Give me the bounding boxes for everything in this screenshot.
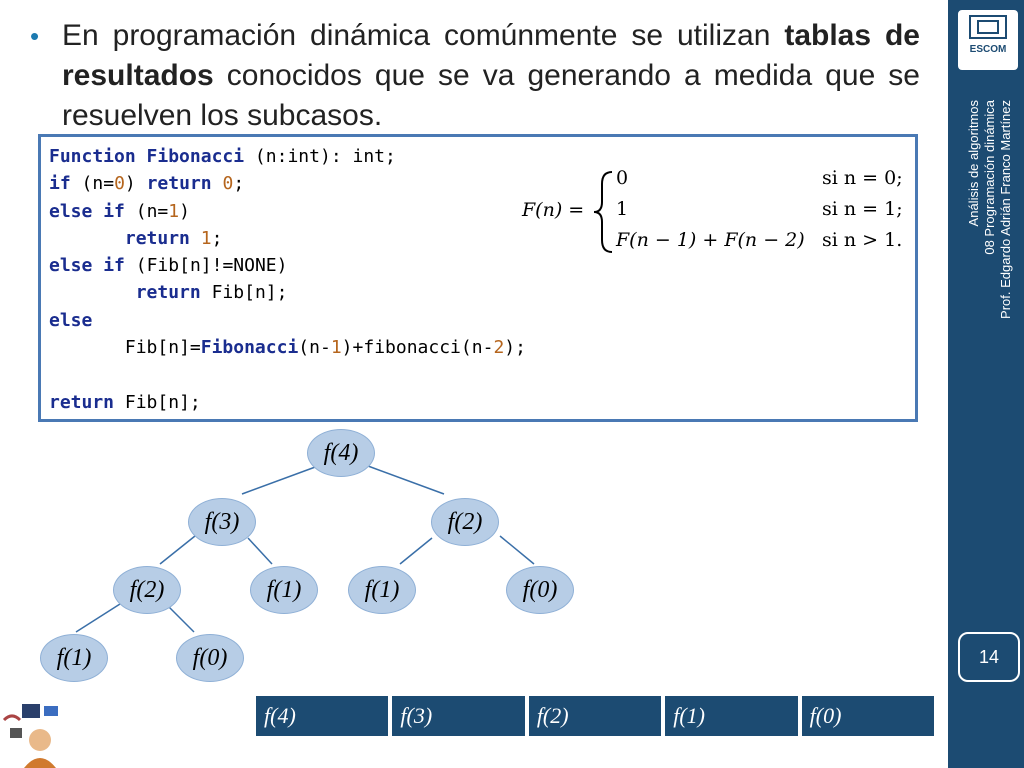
bullet-text-bold: tablas de resultados <box>62 19 920 92</box>
formula-svg: F(n) = 0 1 F(n − 1) + F(n − 2) si n = 0;… <box>521 167 903 253</box>
tree-node-f0: f(0) <box>506 566 574 614</box>
page-number: 14 <box>958 632 1020 682</box>
tree-edge <box>241 465 319 495</box>
tree-edge <box>159 535 196 565</box>
bullet-paragraph: • En programación dinámica comúnmente se… <box>30 16 920 136</box>
fibonacci-formula: F(n) = 0 1 F(n − 1) + F(n − 2) si n = 0;… <box>520 162 920 267</box>
course-info: Análisis de algoritmos 08 Programación d… <box>966 100 1014 365</box>
code-line: Fib[n]=Fibonacci(n-1)+fibonacci(n-2); <box>124 337 526 359</box>
code-box: Function Fibonacci (n:int): int; if (n=0)… <box>38 134 918 422</box>
course-line: Prof. Edgardo Adrián Franco Martínez <box>998 100 1013 319</box>
code-line: else if (Fib[n]!=NONE) <box>49 255 288 277</box>
tree-edge <box>247 537 273 565</box>
tree-edge <box>167 605 195 633</box>
tree-node-f2-left: f(2) <box>113 566 181 614</box>
formula-case-3-cond: si n > 1. <box>822 229 902 251</box>
tree-edges <box>75 465 535 633</box>
table-cell: f(1) <box>663 694 800 738</box>
tree-node-f1: f(1) <box>40 634 108 682</box>
tree-edge <box>399 537 433 565</box>
escom-logo-icon <box>969 15 1007 39</box>
code-line: else <box>49 309 93 331</box>
bullet-icon: • <box>30 21 40 51</box>
code-line: return Fib[n]; <box>49 391 201 413</box>
escom-logo: ESCOM <box>958 10 1018 70</box>
code-line: Function Fibonacci (n:int): int; <box>49 146 396 167</box>
formula-case-1-expr: 0 <box>616 167 628 189</box>
formula-lhs: F(n) = <box>521 199 584 221</box>
table-cell: f(4) <box>254 694 391 738</box>
code-line: else if (n=1) <box>49 200 190 222</box>
formula-case-2-expr: 1 <box>616 198 628 220</box>
tree-node-f1: f(1) <box>250 566 318 614</box>
results-table: f(4) f(3) f(2) f(1) f(0) <box>254 694 937 738</box>
code-block: Function Fibonacci (n:int): int; if (n=0)… <box>49 143 526 416</box>
bullet-text-c: conocidos que se va generando a medida q… <box>62 59 920 132</box>
bullet-text-a: En programación dinámica comúnmente se u… <box>62 19 785 52</box>
table-cell: f(2) <box>526 694 664 738</box>
formula-case-3-expr: F(n − 1) + F(n − 2) <box>615 229 805 251</box>
formula-brace <box>593 171 613 253</box>
tree-node-f1: f(1) <box>348 566 416 614</box>
logo-text: ESCOM <box>969 44 1007 55</box>
formula-case-2-cond: si n = 1; <box>822 198 903 220</box>
course-line: 08 Programación dinámica <box>982 100 997 255</box>
tree-edge <box>75 603 121 633</box>
tree-node-f4: f(4) <box>307 429 375 477</box>
code-line: if (n=0) return 0; <box>49 173 245 195</box>
table-cell: f(3) <box>390 694 527 738</box>
course-line: Análisis de algoritmos <box>966 100 981 227</box>
tree-edge <box>367 465 445 495</box>
computer-person-clipart-icon <box>2 704 58 768</box>
tree-edge <box>499 535 535 565</box>
code-line: return Fib[n]; <box>135 282 288 304</box>
code-line: return 1; <box>124 227 223 249</box>
slide-content: • En programación dinámica comúnmente se… <box>2 16 937 768</box>
tree-node-f3: f(3) <box>188 498 256 546</box>
table-cell: f(0) <box>799 694 937 738</box>
tree-node-f2: f(2) <box>431 498 499 546</box>
formula-case-1-cond: si n = 0; <box>822 167 903 189</box>
tree-node-f0: f(0) <box>176 634 244 682</box>
